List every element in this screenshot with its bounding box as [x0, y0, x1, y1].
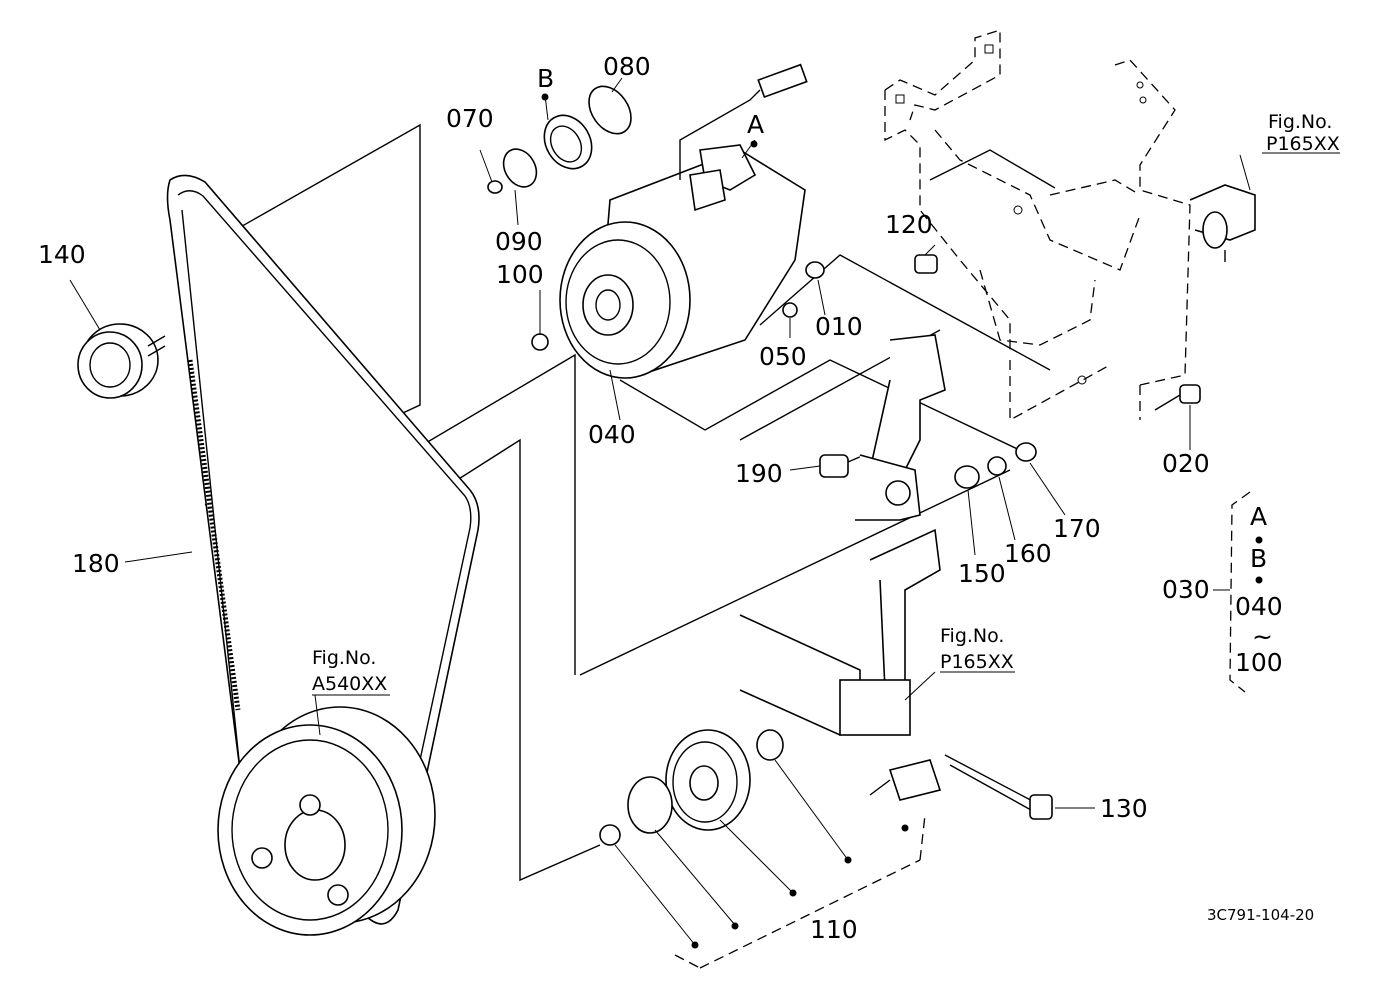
shaft-assembly	[1189, 184, 1256, 262]
label-110: 110	[810, 915, 858, 944]
label-120: 120	[885, 210, 933, 239]
set-group-from: 040	[1235, 592, 1283, 621]
label-020: 020	[1162, 449, 1210, 478]
label-180: 180	[72, 549, 120, 578]
label-080: 080	[603, 52, 651, 81]
label-090: 090	[495, 227, 543, 256]
fig-ref-pulley-number: A540XX	[312, 673, 387, 695]
label-190: 190	[735, 459, 783, 488]
label-160: 160	[1004, 539, 1052, 568]
figure-references: Fig.No. P165XX Fig.No. P165XX Fig.No. A5…	[312, 111, 1340, 695]
fig-ref-middle-title: Fig.No.	[940, 625, 1004, 647]
set-group-to: 100	[1235, 648, 1283, 677]
part-labels: 140 180 070 090 100 040 080 B A 050 010 …	[38, 52, 1210, 944]
tensioner-assembly	[599, 528, 1053, 846]
drawing-code: 3C791-104-20	[1207, 906, 1314, 924]
fasteners	[531, 254, 1201, 478]
alternator-bracket	[884, 29, 1191, 422]
label-010: 010	[815, 312, 863, 341]
label-070: 070	[446, 104, 494, 133]
set-bracket-030	[1213, 491, 1251, 693]
leader-dots	[541, 93, 1263, 949]
seal-parts	[487, 85, 632, 194]
label-140: 140	[38, 240, 86, 269]
fig-ref-pulley-title: Fig.No.	[312, 647, 376, 669]
label-170: 170	[1053, 514, 1101, 543]
label-030: 030	[1162, 575, 1210, 604]
idler-pulley-140	[77, 323, 166, 399]
label-040: 040	[588, 420, 636, 449]
label-130: 130	[1100, 794, 1148, 823]
set-group-tilde: ~	[1252, 622, 1273, 651]
fig-ref-top-title: Fig.No.	[1268, 111, 1332, 133]
fig-ref-top-number: P165XX	[1266, 133, 1340, 155]
set-group-a: A	[1250, 502, 1267, 531]
compressor-040	[559, 63, 808, 379]
marker-a: A	[747, 110, 764, 139]
crank-pulley	[217, 706, 436, 936]
label-150: 150	[958, 559, 1006, 588]
label-050: 050	[759, 342, 807, 371]
leader-lines	[69, 77, 1340, 969]
adjusting-bracket	[855, 334, 1037, 521]
set-group-b: B	[1250, 544, 1267, 573]
marker-b: B	[537, 64, 554, 93]
fig-ref-middle-number: P165XX	[940, 651, 1014, 673]
label-100: 100	[496, 260, 544, 289]
set-group-list: A B 040 ~ 100	[1235, 502, 1283, 677]
